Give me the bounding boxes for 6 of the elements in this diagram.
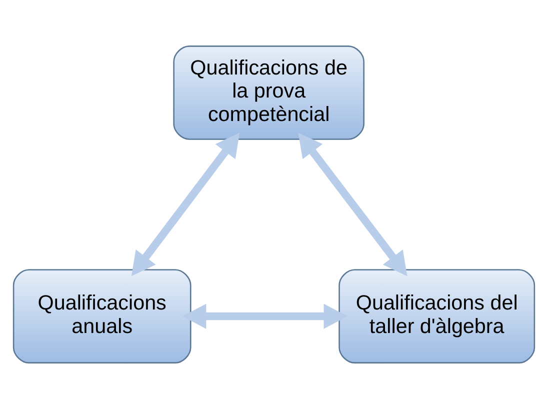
node-box: Qualificacions del taller d'àlgebra bbox=[338, 268, 536, 363]
node-box: Qualificacions de la prova competèncial bbox=[173, 45, 364, 140]
arrow bbox=[182, 303, 348, 328]
node-box: Qualificacions anuals bbox=[12, 268, 192, 363]
arrow bbox=[298, 132, 408, 276]
arrow bbox=[131, 132, 240, 276]
